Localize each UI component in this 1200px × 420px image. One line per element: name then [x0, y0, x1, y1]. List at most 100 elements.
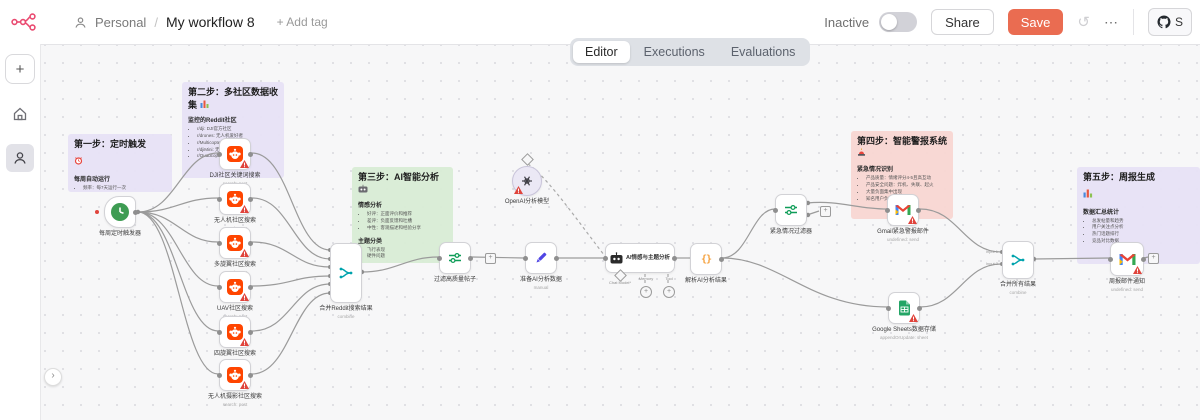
- reddit-icon: [227, 235, 243, 251]
- reddit-icon: [227, 191, 243, 207]
- sticky-bullets: 飞行表现 硬件问题: [358, 247, 447, 261]
- node-merge-all-results[interactable]: 合并所有结果 combine: [973, 241, 1063, 295]
- breadcrumb-project[interactable]: Personal: [95, 14, 147, 30]
- merge-icon: [1011, 254, 1025, 266]
- node-reddit-quadcopter-search[interactable]: 四旋翼社区搜索 search: post: [190, 316, 280, 364]
- node-schedule-trigger[interactable]: 每周定时触发器: [75, 196, 165, 238]
- clock-icon: [111, 203, 129, 221]
- bar-chart-icon: [200, 100, 209, 108]
- save-button[interactable]: Save: [1007, 9, 1064, 35]
- toggle-knob: [881, 14, 898, 30]
- sticky-title: 第三步：AI智能分析: [358, 172, 447, 196]
- warning-icon: [514, 186, 523, 194]
- bar-chart-icon: [1083, 185, 1194, 203]
- sticky-title: 第二步：多社区数据收集: [188, 87, 279, 110]
- filter-icon: [449, 252, 461, 264]
- tab-editor[interactable]: Editor: [573, 41, 630, 63]
- breadcrumb: Personal / My workflow 8 + Add tag: [74, 14, 328, 30]
- add-tag-button[interactable]: + Add tag: [276, 15, 328, 29]
- view-tabs: Editor Executions Evaluations: [570, 38, 811, 66]
- tab-evaluations[interactable]: Evaluations: [730, 45, 796, 59]
- sticky-heading: 紧急情况识别: [857, 167, 894, 174]
- node-reddit-photography-search[interactable]: 无人机摄影社区搜索 search: post: [190, 359, 280, 407]
- reddit-icon: [227, 324, 243, 340]
- tool-label: Tool: [665, 276, 673, 281]
- add-tool-button[interactable]: +: [663, 286, 675, 298]
- gmail-icon: [1119, 253, 1135, 265]
- node-merge-reddit-results[interactable]: 合并Reddit搜索结果 combine: [301, 243, 391, 319]
- node-reddit-drones-search[interactable]: 无人机社区搜索 search: post: [190, 183, 280, 231]
- node-filter-quality-posts[interactable]: 过滤高质量帖子: [410, 242, 500, 284]
- sticky-note-step3[interactable]: 第三步：AI智能分析 情感分析 好评：正面评价和推荐 差评：负面反馈和吐槽 中性…: [352, 167, 453, 263]
- sidebar-item-home[interactable]: [6, 100, 34, 128]
- pencil-icon: [536, 252, 547, 263]
- sticky-heading: 数据汇总统计: [1083, 209, 1120, 216]
- robot-icon: [610, 252, 623, 264]
- person-icon: [75, 16, 86, 28]
- warning-icon: [1133, 266, 1142, 274]
- tab-executions[interactable]: Executions: [643, 45, 705, 59]
- warning-icon: [240, 293, 249, 301]
- chevron-right-icon[interactable]: ›: [44, 368, 62, 386]
- sticky-heading: 每周自动运行: [74, 176, 111, 183]
- node-parse-ai-results[interactable]: {} 解析AI分析结果: [661, 243, 751, 285]
- left-sidebar: +: [0, 44, 41, 420]
- siren-icon: [858, 148, 865, 156]
- node-openai-model[interactable]: OpenAI分析模型: [482, 166, 572, 206]
- sticky-heading: 主题分类: [358, 238, 383, 245]
- filter-icon: [785, 204, 797, 216]
- sticky-title: 第一步：定时触发: [74, 139, 147, 149]
- warning-icon: [240, 160, 249, 168]
- node-reddit-dji-search[interactable]: DJI社区关键词搜索 search: post: [190, 138, 280, 186]
- node-gmail-weekly-report[interactable]: 周报邮件通知 undefined: send: [1082, 242, 1172, 292]
- node-reddit-multicopter-search[interactable]: 多旋翼社区搜索 search: post: [190, 227, 280, 275]
- sticky-note-step1[interactable]: 第一步：定时触发 每周自动运行 频率：每7天运行一次: [68, 134, 172, 192]
- home-icon: [13, 107, 27, 121]
- node-prepare-ai-data[interactable]: 准备AI分析数据 manual: [496, 242, 586, 290]
- robot-icon: [358, 184, 368, 193]
- node-emergency-filter[interactable]: 紧急情况过滤器: [746, 194, 836, 236]
- warning-icon: [240, 381, 249, 389]
- sidebar-item-personal[interactable]: [6, 144, 34, 172]
- warning-icon: [240, 338, 249, 346]
- share-button[interactable]: Share: [931, 9, 994, 35]
- merge-icon: [339, 267, 353, 279]
- sticky-bullets: 产品质量：情绪评分4-5且高互动产品安全问题：炸机、失联、起火 大量负面集中出现…: [857, 175, 947, 202]
- warning-icon: [908, 216, 917, 224]
- warning-icon: [909, 314, 918, 322]
- sticky-bullets: 频率：每7天运行一次: [74, 185, 166, 192]
- gmail-icon: [895, 205, 911, 215]
- add-node-button[interactable]: +: [485, 253, 496, 264]
- history-icon[interactable]: ↺: [1077, 14, 1090, 31]
- sticky-bullets: 总发帖量和趋势用户关注点分析 热门话题排行竞品对比数据: [1083, 218, 1194, 245]
- active-status-label: Inactive: [824, 14, 870, 30]
- add-node-button[interactable]: +: [1148, 253, 1159, 264]
- memory-label: Memory: [638, 276, 654, 281]
- github-star-button[interactable]: S: [1147, 8, 1192, 36]
- alarm-clock-icon: [74, 152, 166, 170]
- person-icon: [14, 152, 26, 164]
- n8n-logo: [8, 12, 40, 32]
- node-google-sheets-storage[interactable]: Google Sheets数据存储 appendOrUpdate: sheet: [859, 292, 949, 340]
- warning-icon: [240, 249, 249, 257]
- add-node-button[interactable]: +: [820, 206, 831, 217]
- add-memory-button[interactable]: +: [640, 286, 652, 298]
- sticky-title: 第四步：智能警报系统: [857, 136, 947, 160]
- status-dot: [95, 210, 99, 214]
- node-reddit-uav-search[interactable]: UAV社区搜索 search: post: [190, 271, 280, 319]
- node-gmail-alert[interactable]: Gmail紧急警报邮件 undefined: send: [858, 194, 948, 242]
- code-icon: {}: [700, 253, 712, 265]
- warning-icon: [240, 205, 249, 213]
- new-workflow-button[interactable]: +: [5, 54, 35, 84]
- workflow-title[interactable]: My workflow 8: [165, 14, 255, 30]
- sticky-heading: 情感分析: [358, 203, 383, 210]
- chat-model-label: Chat Model*: [608, 280, 631, 285]
- sticky-title: 第五步：周报生成: [1083, 172, 1156, 182]
- more-menu-icon[interactable]: ⋯: [1103, 13, 1119, 30]
- reddit-icon: [227, 367, 243, 383]
- divider: [1132, 9, 1134, 35]
- github-icon: [1157, 15, 1171, 29]
- sticky-bullets: 好评：正面评价和推荐 差评：负面反馈和吐槽 中性：客观描述和经验分享: [358, 211, 447, 231]
- sticky-heading: 监控的Reddit社区: [188, 118, 237, 125]
- workflow-active-toggle[interactable]: [879, 12, 918, 32]
